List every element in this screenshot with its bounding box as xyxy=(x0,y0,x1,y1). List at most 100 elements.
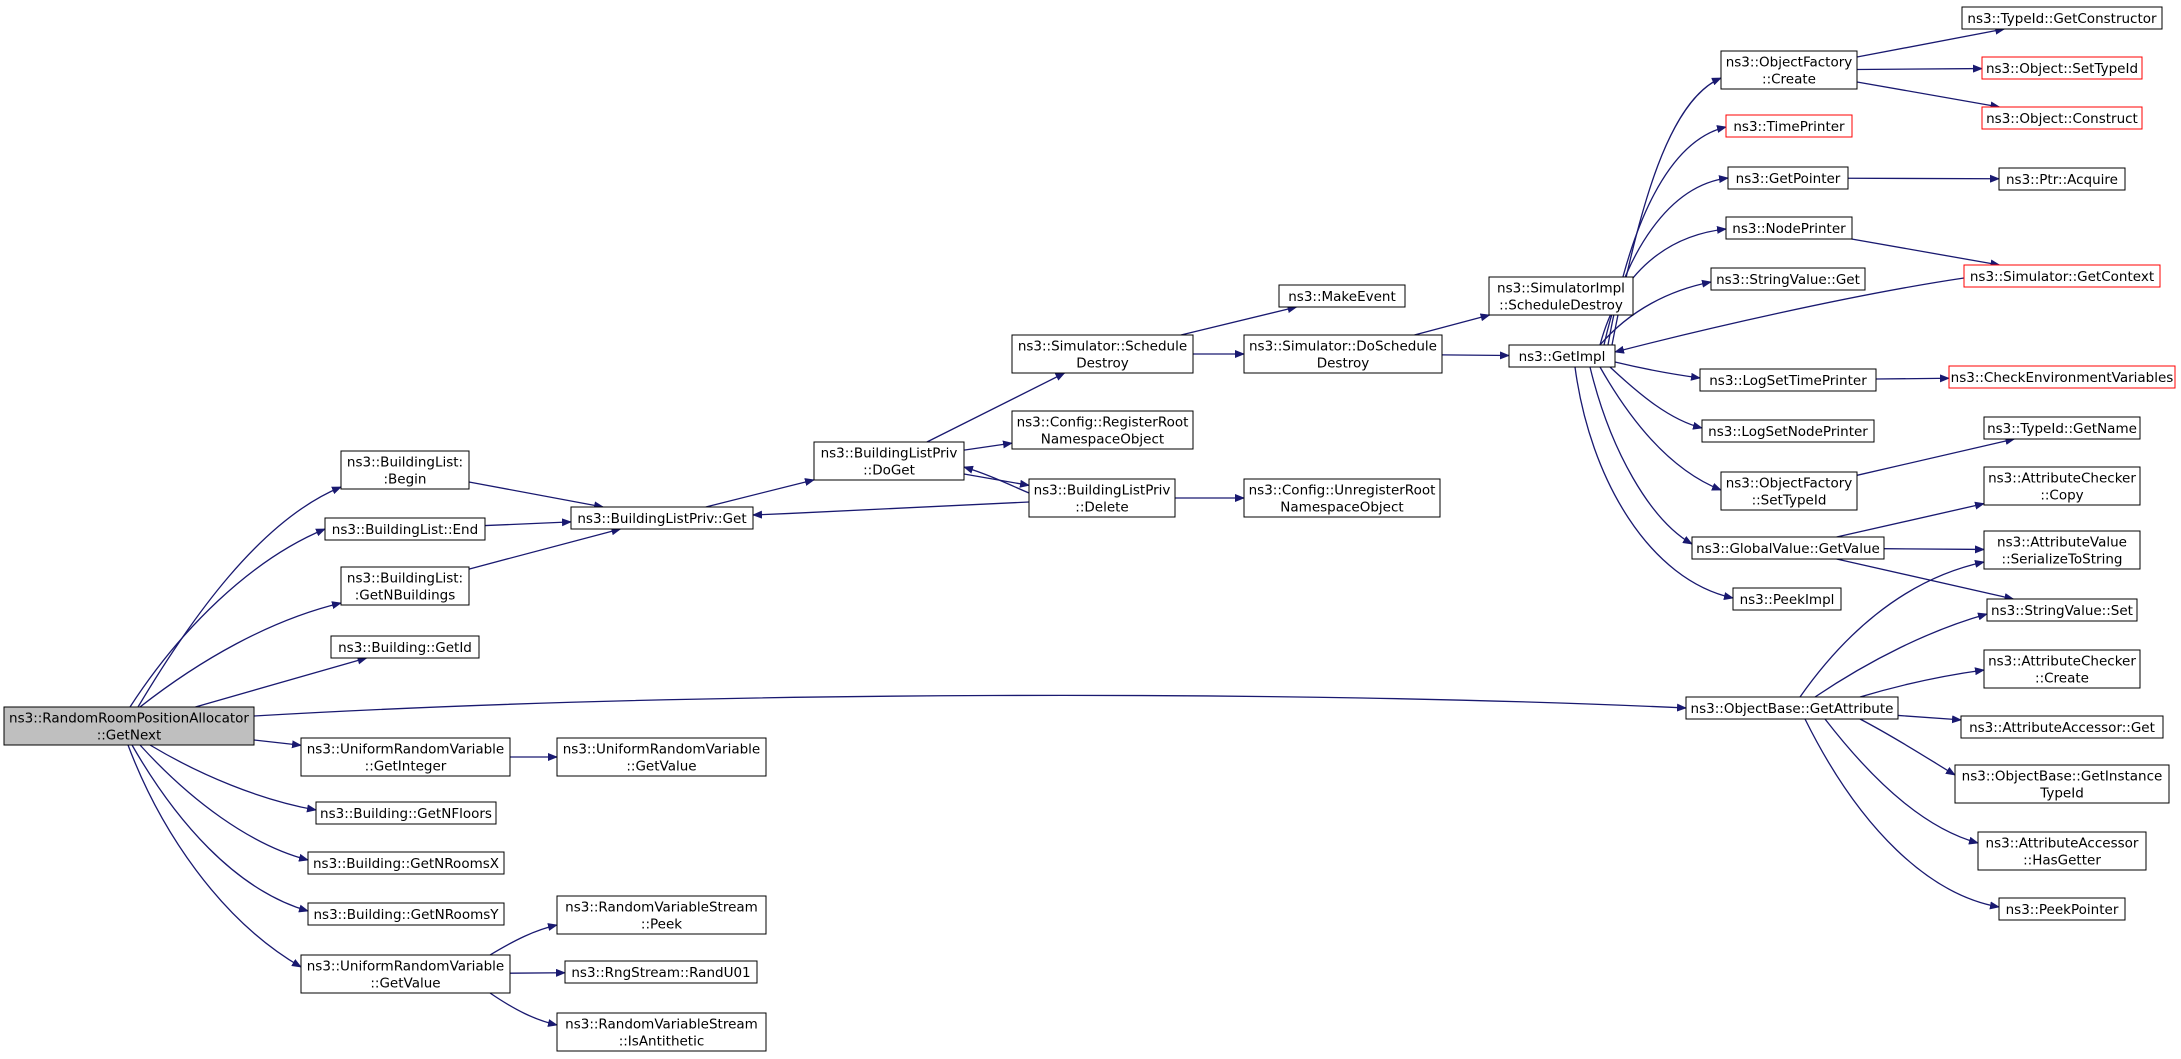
node-obj_settypeid[interactable]: ns3::Object::SetTypeId xyxy=(1981,56,2143,80)
node-ac_copy[interactable]: ns3::AttributeChecker::Copy xyxy=(1983,466,2141,506)
node-box[interactable] xyxy=(3,706,255,746)
node-box[interactable] xyxy=(570,506,754,530)
node-cfg_unreg[interactable]: ns3::Config::UnregisterRootNamespaceObje… xyxy=(1243,478,1441,518)
node-box[interactable] xyxy=(1691,536,1885,560)
node-box[interactable] xyxy=(340,450,470,490)
node-getpointer[interactable]: ns3::GetPointer xyxy=(1727,166,1849,190)
node-obj_construct[interactable]: ns3::Object::Construct xyxy=(1981,106,2143,130)
node-bl_getn[interactable]: ns3::BuildingList::GetNBuildings xyxy=(340,566,470,606)
node-box[interactable] xyxy=(1998,897,2126,921)
node-box[interactable] xyxy=(1961,6,2163,30)
node-box[interactable] xyxy=(1948,365,2176,389)
node-ac_create[interactable]: ns3::AttributeChecker::Create xyxy=(1983,649,2141,689)
node-box[interactable] xyxy=(1488,276,1634,316)
node-tid_getctor[interactable]: ns3::TypeId::GetConstructor xyxy=(1961,6,2163,30)
node-box[interactable] xyxy=(340,566,470,606)
node-peekimpl[interactable]: ns3::PeekImpl xyxy=(1732,587,1842,611)
node-box[interactable] xyxy=(300,954,511,994)
node-b_getid[interactable]: ns3::Building::GetId xyxy=(330,635,480,659)
node-box[interactable] xyxy=(1508,344,1616,368)
node-simimpl_sched[interactable]: ns3::SimulatorImpl::ScheduleDestroy xyxy=(1488,276,1634,316)
node-box[interactable] xyxy=(1685,696,1899,720)
node-bl_begin[interactable]: ns3::BuildingList::Begin xyxy=(340,450,470,490)
node-box[interactable] xyxy=(1699,368,1877,392)
node-box[interactable] xyxy=(556,895,767,935)
node-box[interactable] xyxy=(1998,167,2126,191)
node-box[interactable] xyxy=(1983,530,2141,570)
node-of_settypeid[interactable]: ns3::ObjectFactory::SetTypeId xyxy=(1720,471,1858,511)
node-box[interactable] xyxy=(307,902,505,926)
node-ob_getattr[interactable]: ns3::ObjectBase::GetAttribute xyxy=(1685,696,1899,720)
node-sv_get[interactable]: ns3::StringValue::Get xyxy=(1710,267,1866,291)
node-b_roomsx[interactable]: ns3::Building::GetNRoomsX xyxy=(307,851,505,875)
node-box[interactable] xyxy=(1278,284,1406,308)
node-rvs_isanti[interactable]: ns3::RandomVariableStream::IsAntithetic xyxy=(556,1012,767,1052)
node-b_roomsy[interactable]: ns3::Building::GetNRoomsY xyxy=(307,902,505,926)
node-box[interactable] xyxy=(1725,114,1853,138)
node-box[interactable] xyxy=(1011,410,1194,450)
node-logsetnode[interactable]: ns3::LogSetNodePrinter xyxy=(1701,419,1875,443)
node-box[interactable] xyxy=(300,737,511,777)
node-box[interactable] xyxy=(324,517,486,541)
node-sim_sched[interactable]: ns3::Simulator::ScheduleDestroy xyxy=(1011,334,1194,374)
node-box[interactable] xyxy=(1243,478,1441,518)
node-aa_hasgetter[interactable]: ns3::AttributeAccessor::HasGetter xyxy=(1977,831,2147,871)
node-rng_randu01[interactable]: ns3::RngStream::RandU01 xyxy=(564,960,758,984)
node-urv_getval2[interactable]: ns3::UniformRandomVariable::GetValue xyxy=(300,954,511,994)
node-blp_get[interactable]: ns3::BuildingListPriv::Get xyxy=(570,506,754,530)
node-box[interactable] xyxy=(1983,466,2141,506)
node-av_serialize[interactable]: ns3::AttributeValue::SerializeToString xyxy=(1983,530,2141,570)
node-of_create[interactable]: ns3::ObjectFactory::Create xyxy=(1720,50,1858,90)
node-box[interactable] xyxy=(1960,715,2164,739)
node-box[interactable] xyxy=(1720,50,1858,90)
node-box[interactable] xyxy=(1983,416,2141,440)
node-box[interactable] xyxy=(1243,334,1443,374)
node-blp_doget[interactable]: ns3::BuildingListPriv::DoGet xyxy=(813,441,965,481)
node-checkenv[interactable]: ns3::CheckEnvironmentVariables xyxy=(1948,365,2176,389)
node-b_floors[interactable]: ns3::Building::GetNFloors xyxy=(315,801,497,825)
node-box[interactable] xyxy=(1028,478,1176,518)
node-box[interactable] xyxy=(813,441,965,481)
node-urv_getval1[interactable]: ns3::UniformRandomVariable::GetValue xyxy=(556,737,767,777)
node-getimpl[interactable]: ns3::GetImpl xyxy=(1508,344,1616,368)
node-box[interactable] xyxy=(556,1012,767,1052)
node-nodeprinter[interactable]: ns3::NodePrinter xyxy=(1725,216,1853,240)
node-box[interactable] xyxy=(1701,419,1875,443)
node-box[interactable] xyxy=(315,801,497,825)
node-box[interactable] xyxy=(564,960,758,984)
node-box[interactable] xyxy=(556,737,767,777)
node-timeprinter[interactable]: ns3::TimePrinter xyxy=(1725,114,1853,138)
node-box[interactable] xyxy=(307,851,505,875)
node-box[interactable] xyxy=(1710,267,1866,291)
node-rvs_peek[interactable]: ns3::RandomVariableStream::Peek xyxy=(556,895,767,935)
node-box[interactable] xyxy=(1011,334,1194,374)
node-logsettime[interactable]: ns3::LogSetTimePrinter xyxy=(1699,368,1877,392)
node-box[interactable] xyxy=(1732,587,1842,611)
node-urv_getint[interactable]: ns3::UniformRandomVariable::GetInteger xyxy=(300,737,511,777)
node-box[interactable] xyxy=(1983,649,2141,689)
node-makeevent[interactable]: ns3::MakeEvent xyxy=(1278,284,1406,308)
node-sim_getctx[interactable]: ns3::Simulator::GetContext xyxy=(1963,264,2161,288)
node-sv_set[interactable]: ns3::StringValue::Set xyxy=(1986,598,2138,622)
node-box[interactable] xyxy=(1977,831,2147,871)
node-box[interactable] xyxy=(1963,264,2161,288)
node-box[interactable] xyxy=(1954,764,2170,804)
node-box[interactable] xyxy=(1727,166,1849,190)
node-gv_getvalue[interactable]: ns3::GlobalValue::GetValue xyxy=(1691,536,1885,560)
node-box[interactable] xyxy=(330,635,480,659)
node-ptr_acquire[interactable]: ns3::Ptr::Acquire xyxy=(1998,167,2126,191)
node-box[interactable] xyxy=(1725,216,1853,240)
node-blp_delete[interactable]: ns3::BuildingListPriv::Delete xyxy=(1028,478,1176,518)
node-box[interactable] xyxy=(1981,106,2143,130)
node-box[interactable] xyxy=(1981,56,2143,80)
node-root[interactable]: ns3::RandomRoomPositionAllocator::GetNex… xyxy=(3,706,255,746)
node-box[interactable] xyxy=(1986,598,2138,622)
node-peekpointer[interactable]: ns3::PeekPointer xyxy=(1998,897,2126,921)
node-tid_getname[interactable]: ns3::TypeId::GetName xyxy=(1983,416,2141,440)
node-aa_get[interactable]: ns3::AttributeAccessor::Get xyxy=(1960,715,2164,739)
node-bl_end[interactable]: ns3::BuildingList::End xyxy=(324,517,486,541)
node-box[interactable] xyxy=(1720,471,1858,511)
